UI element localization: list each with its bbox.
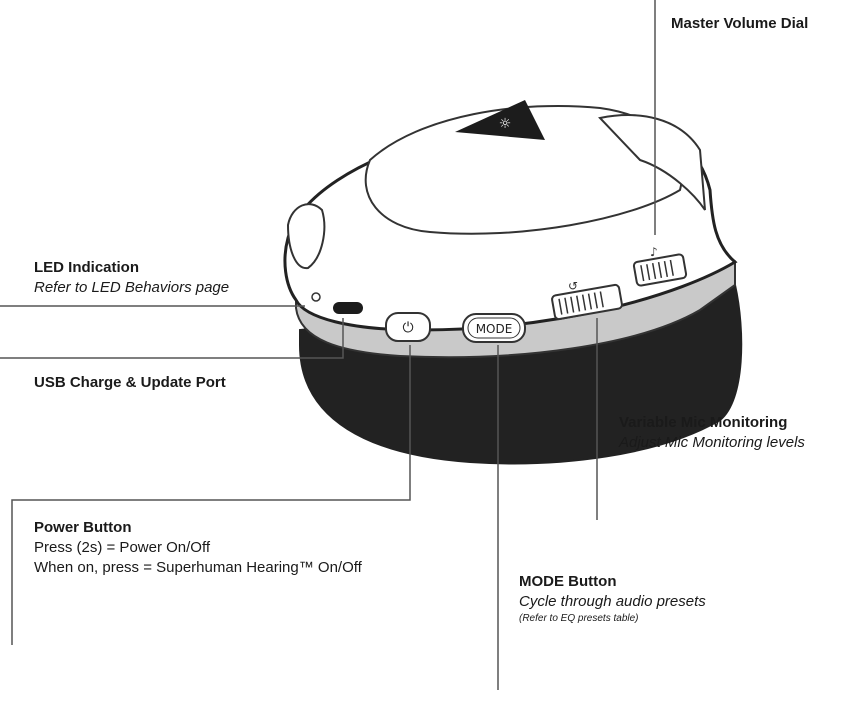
mic-monitor-icon: ↺ [568, 279, 578, 293]
power-title: Power Button [34, 519, 132, 536]
label-usb: USB Charge & Update Port [34, 373, 226, 393]
label-power: Power Button Press (2s) = Power On/Off W… [34, 518, 362, 578]
label-master-volume: Master Volume Dial [671, 14, 808, 34]
mode-button-shape[interactable] [462, 313, 526, 343]
mic-dial-ridges [558, 291, 604, 315]
power-line1: Press (2s) = Power On/Off [34, 539, 211, 556]
mode-subtitle: Cycle through audio presets [519, 593, 706, 610]
mode-note: (Refer to EQ presets table) [519, 613, 639, 624]
led-subtitle: Refer to LED Behaviors page [34, 279, 230, 296]
label-mic-monitor: Variable Mic Monitoring Adjust Mic Monit… [619, 413, 805, 453]
power-icon: ⏻ [402, 320, 413, 336]
usb-title: USB Charge & Update Port [34, 374, 226, 391]
power-button-shape[interactable] [385, 312, 431, 342]
mic-monitor-dial[interactable] [551, 283, 623, 321]
mic-monitor-subtitle: Adjust Mic Monitoring levels [619, 434, 805, 451]
mode-title: MODE Button [519, 573, 617, 590]
master-volume-title: Master Volume Dial [671, 15, 809, 32]
mic-monitor-title: Variable Mic Monitoring [619, 414, 788, 431]
side-hinge [286, 203, 326, 270]
headband-strap [598, 114, 706, 211]
logo-icon [455, 100, 545, 140]
label-led: LED Indication Refer to LED Behaviors pa… [34, 258, 229, 298]
led-title: LED Indication [34, 259, 139, 276]
label-mode: MODE Button Cycle through audio presets … [519, 572, 706, 626]
led-indicator [311, 292, 321, 302]
leader-lines [0, 0, 656, 690]
usb-port [333, 302, 363, 314]
svg-text:☼: ☼ [499, 116, 512, 132]
power-line2: When on, press = Superhuman Hearing™ On/… [34, 559, 362, 576]
volume-icon: ♪ [650, 245, 658, 259]
volume-dial-ridges [640, 259, 674, 282]
mode-button-text: MODE [476, 322, 513, 336]
